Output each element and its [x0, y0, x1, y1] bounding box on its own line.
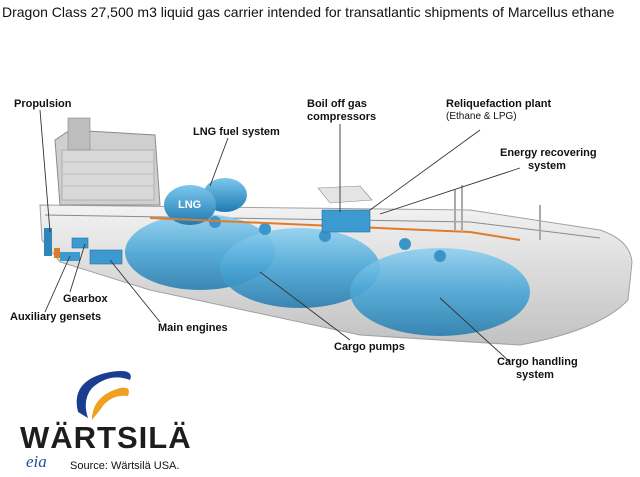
bridge-windows: [62, 161, 154, 187]
source-note: Source: Wärtsilä USA.: [70, 460, 180, 472]
rudder: [44, 228, 52, 256]
label-gearbox: Gearbox: [63, 293, 108, 305]
label-lng-fuel-system: LNG fuel system: [193, 126, 280, 138]
bridge-block: [61, 149, 155, 201]
masts: [454, 185, 541, 240]
label-propulsion: Propulsion: [14, 98, 72, 110]
pointer-lines: [39, 109, 521, 363]
lng-tank-text: LNG: [178, 199, 201, 211]
label-energy-recovering: Energy recovering: [500, 147, 597, 159]
tank-domes: [209, 216, 446, 262]
cargo-tank-3: [350, 248, 530, 336]
main-engine-block: [89, 249, 123, 265]
label-main-engines: Main engines: [158, 322, 228, 334]
gearbox-block: [71, 237, 89, 249]
cargo-tank-2: [220, 228, 380, 308]
label-auxiliary-gensets: Auxiliary gensets: [10, 311, 102, 323]
wartsila-wordmark: WÄRTSILÄ: [20, 420, 192, 455]
label-energy-system: system: [528, 160, 566, 172]
compressors: [321, 209, 371, 233]
eia-logo: eia: [26, 452, 47, 471]
label-compressors: compressors: [307, 111, 377, 123]
label-cargo-pumps: Cargo pumps: [334, 341, 405, 353]
label-ethane-lpg: (Ethane & LPG): [446, 111, 517, 122]
wartsila-logo-mark: [76, 371, 131, 420]
deck-pipes: [149, 217, 521, 241]
label-boil-off-gas: Boil off gas: [307, 98, 367, 110]
diagram-title: Dragon Class 27,500 m3 liquid gas carrie…: [2, 4, 615, 20]
compressor-roof: [317, 185, 373, 204]
label-cargo-handling-system: system: [516, 369, 554, 381]
label-cargo-handling: Cargo handling: [497, 356, 578, 368]
funnel: [67, 117, 91, 151]
lng-tank-front: [164, 185, 216, 225]
propeller-orange: [54, 248, 60, 258]
label-reliquefaction-plant: Reliquefaction plant: [446, 98, 552, 110]
